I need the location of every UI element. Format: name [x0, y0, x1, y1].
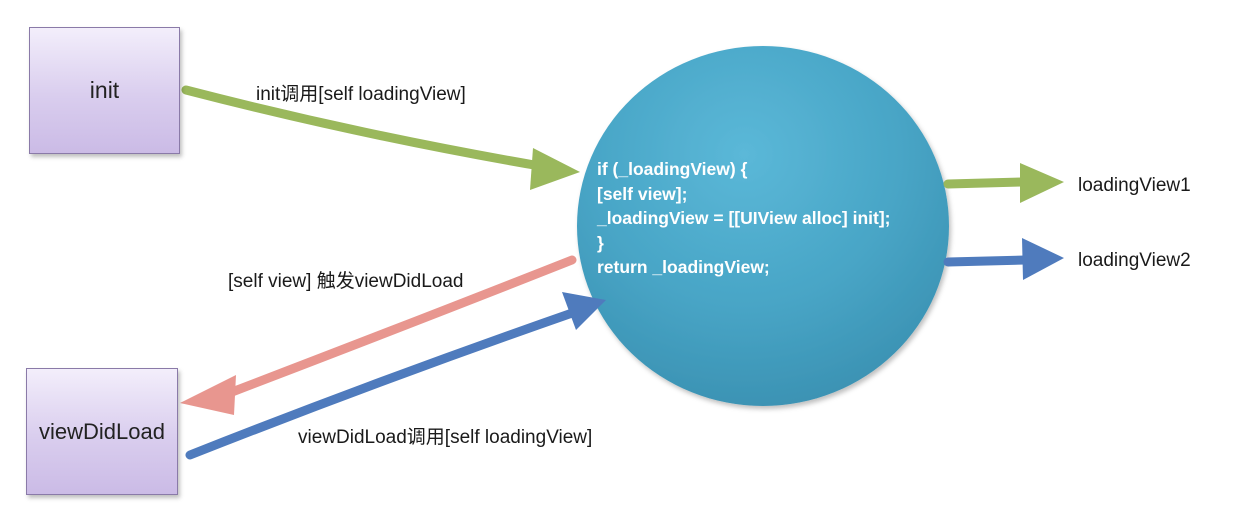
- getter-code-block: if (_loadingView) { [self view]; _loadin…: [597, 157, 891, 280]
- view-did-load-call-arrow: [185, 292, 606, 460]
- loading-view-1-label: loadingView1: [1078, 175, 1191, 196]
- view-did-load-node: viewDidLoad: [26, 368, 178, 495]
- init-node-label: init: [89, 77, 120, 103]
- view-did-load-node-label: viewDidLoad: [39, 418, 165, 444]
- init-call-arrow: [181, 85, 580, 190]
- loading-view-getter-circle: [577, 46, 949, 406]
- code-line: if (_loadingView) {: [597, 159, 748, 179]
- loading-view-1-arrow: [943, 163, 1064, 203]
- self-view-trigger-label: [self view] 触发viewDidLoad: [228, 271, 464, 292]
- loading-view-2-arrow: [943, 238, 1064, 280]
- code-line: _loadingView = [[UIView alloc] init];: [597, 208, 891, 228]
- init-call-label: init调用[self loadingView]: [256, 84, 466, 105]
- loading-view-2-label: loadingView2: [1078, 250, 1191, 271]
- view-did-load-call-label: viewDidLoad调用[self loadingView]: [298, 427, 593, 448]
- code-line: [self view];: [597, 183, 688, 204]
- code-line: return _loadingView;: [597, 257, 770, 277]
- init-node: init: [29, 27, 180, 154]
- code-line: }: [597, 232, 604, 253]
- self-view-trigger-arrow: [180, 255, 577, 415]
